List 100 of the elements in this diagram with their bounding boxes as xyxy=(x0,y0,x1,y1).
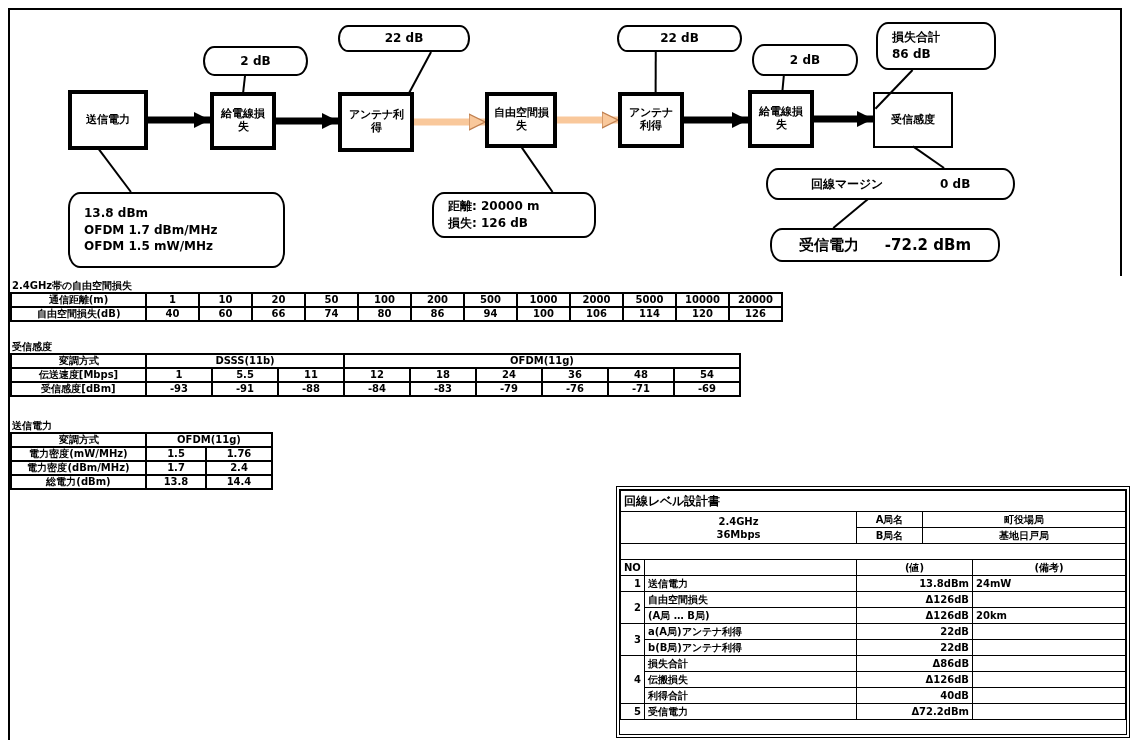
callout-bubble xyxy=(432,192,596,238)
callout-bubble xyxy=(617,25,742,52)
node-text: アンテナ利得 xyxy=(628,107,674,133)
header-cell: OFDM(11g) xyxy=(146,433,272,447)
value-cell: Δ72.2dBm xyxy=(856,703,973,720)
table-cell: 86 xyxy=(411,307,464,321)
node-text: 距離: 20000 m xyxy=(448,198,540,215)
node-text: 22 dB xyxy=(660,30,699,47)
table-title: 2.4GHz帯の自由空間損失 xyxy=(12,279,133,293)
table-cell: 10000 xyxy=(676,293,729,307)
number-cell: 3 xyxy=(620,623,645,656)
item-cell: 利得合計 xyxy=(644,687,857,704)
table-title: 受信感度 xyxy=(12,340,52,354)
header-cell: B局名 xyxy=(856,527,923,544)
note-cell: 24mW xyxy=(972,575,1126,592)
node-text: -72.2 dBm xyxy=(884,234,972,256)
node-text: アンテナ利得 xyxy=(347,109,405,135)
item-cell: b(B局)アンテナ利得 xyxy=(644,639,857,656)
table-cell: 1.5 xyxy=(146,447,206,461)
item-cell: 自由空間損失 xyxy=(644,591,857,608)
table-cell: 36 xyxy=(542,368,608,382)
rate-text: 36Mbps xyxy=(715,527,762,541)
table-cell: 10 xyxy=(199,293,252,307)
table-cell: 74 xyxy=(305,307,358,321)
station-cell: 基地日戸局 xyxy=(922,527,1126,544)
node-text: 受信感度 xyxy=(891,113,935,127)
item-cell: 受信電力 xyxy=(644,703,857,720)
process-box xyxy=(210,92,276,150)
table-cell: 13.8 xyxy=(146,475,206,489)
node-text: OFDM 1.5 mW/MHz xyxy=(84,238,213,256)
table-cell: 100 xyxy=(517,307,570,321)
arrow xyxy=(814,111,873,127)
number-cell: 1 xyxy=(620,575,645,592)
table-cell: 2.4 xyxy=(206,461,272,475)
callout-bubble xyxy=(752,44,858,76)
process-box xyxy=(338,92,414,152)
table-cell: 12 xyxy=(344,368,410,382)
table-cell: 120 xyxy=(676,307,729,321)
item-cell: (A局 … B局) xyxy=(644,607,857,624)
table-cell: -79 xyxy=(476,382,542,396)
table-cell: -91 xyxy=(212,382,278,396)
table-cell: 500 xyxy=(464,293,517,307)
callout-bubble xyxy=(770,228,1000,262)
table-cell: -83 xyxy=(410,382,476,396)
table-cell: -84 xyxy=(344,382,410,396)
table-cell: 18 xyxy=(410,368,476,382)
table-cell: 80 xyxy=(358,307,411,321)
header-cell: A局名 xyxy=(856,511,923,528)
table-cell: 5000 xyxy=(623,293,676,307)
header-cell: OFDM(11g) xyxy=(344,354,740,368)
header-cell: (備考) xyxy=(972,559,1126,576)
node-text: 2 dB xyxy=(789,51,821,69)
number-cell: 4 xyxy=(620,655,645,704)
node-text: 2 dB xyxy=(240,52,271,70)
table-title: 送信電力 xyxy=(12,419,52,433)
table-cell: 1.76 xyxy=(206,447,272,461)
node-text: 損失合計 xyxy=(892,29,940,46)
node-text: 自由空間損失 xyxy=(492,107,550,133)
table-cell: 1000 xyxy=(517,293,570,307)
header-cell: 電力密度(mW/MHz) xyxy=(11,447,146,461)
table-cell: -69 xyxy=(674,382,740,396)
header-cell: 変調方式 xyxy=(11,433,146,447)
table-cell: 200 xyxy=(411,293,464,307)
value-cell: Δ126dB xyxy=(856,671,973,688)
header-cell: 変調方式 xyxy=(11,354,146,368)
node-text: 86 dB xyxy=(892,46,931,63)
header-cell: 電力密度(dBm/MHz) xyxy=(11,461,146,475)
node-text: 送信電力 xyxy=(86,113,130,127)
number-cell: 5 xyxy=(620,703,645,720)
table-cell: 2000 xyxy=(570,293,623,307)
value-cell: Δ126dB xyxy=(856,591,973,608)
node-text: 損失: 126 dB xyxy=(448,215,528,232)
table-cell: 14.4 xyxy=(206,475,272,489)
process-box xyxy=(748,90,814,148)
process-box xyxy=(873,92,953,148)
table-cell: 94 xyxy=(464,307,517,321)
header-cell: DSSS(11b) xyxy=(146,354,344,368)
callout-bubble xyxy=(766,168,1015,200)
number-cell: 2 xyxy=(620,591,645,624)
table-cell: 66 xyxy=(252,307,305,321)
table-cell: 60 xyxy=(199,307,252,321)
table-cell: 20 xyxy=(252,293,305,307)
process-box xyxy=(618,92,684,148)
table-cell: 106 xyxy=(570,307,623,321)
table-cell: 5.5 xyxy=(212,368,278,382)
table-cell: -71 xyxy=(608,382,674,396)
node-text: 22 dB xyxy=(384,30,424,47)
value-cell: Δ126dB xyxy=(856,607,973,624)
header-cell: 受信感度[dBm] xyxy=(11,382,146,396)
arrow xyxy=(148,112,210,128)
header-cell: 伝送速度[Mbps] xyxy=(11,368,146,382)
arrow xyxy=(557,111,619,129)
table-cell: 1 xyxy=(146,368,212,382)
item-cell: a(A局)アンテナ利得 xyxy=(644,623,857,640)
item-cell: 伝搬損失 xyxy=(644,671,857,688)
callout-bubble xyxy=(338,25,470,52)
table-cell: 54 xyxy=(674,368,740,382)
table-cell: 126 xyxy=(729,307,782,321)
value-cell: 13.8dBm xyxy=(856,575,973,592)
node-text: OFDM 1.7 dBm/MHz xyxy=(84,221,218,239)
